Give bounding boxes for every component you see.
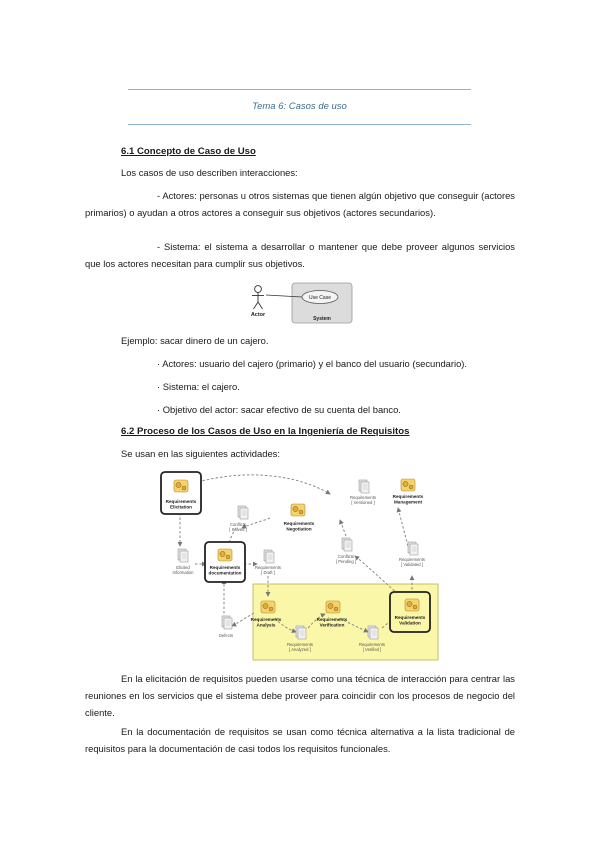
activity-management: Requirements Management	[393, 478, 424, 505]
svg-text:Requirements: Requirements	[350, 495, 376, 500]
svg-text:Requirements: Requirements	[166, 499, 197, 504]
svg-text:[ Validated ]: [ Validated ]	[401, 562, 423, 567]
flow-pending-to-negotiation	[339, 519, 347, 537]
flow-verification-to-verified	[339, 617, 369, 633]
activity-validation: Requirements Validation	[389, 591, 431, 633]
artifact-elicited-info: Elicited Information	[173, 548, 195, 575]
header-rule-bottom	[128, 124, 471, 125]
flow-elicitation-to-negotiation	[197, 474, 331, 495]
section-heading-6-1: 6.1 Concepto de Caso de Uso	[121, 146, 256, 157]
svg-text:Negotiation: Negotiation	[286, 527, 311, 532]
svg-text:Requirements: Requirements	[393, 494, 424, 499]
svg-text:Conflicts: Conflicts	[338, 554, 354, 559]
page-header-title: Tema 6: Casos de uso	[252, 101, 347, 112]
actor-icon	[252, 285, 264, 310]
flow-negotiation-to-conflicts	[241, 517, 271, 529]
paragraph-documentation: En la documentación de requisitos se usa…	[85, 726, 515, 754]
svg-text:Requirements: Requirements	[317, 617, 348, 622]
svg-text:Requirements: Requirements	[395, 615, 426, 620]
example-intro: Ejemplo: sacar dinero de un cajero.	[121, 335, 269, 346]
artifact-conflicts-pending: Conflicts [ Pending ]	[336, 537, 356, 564]
svg-text:[ Versioned ]: [ Versioned ]	[351, 500, 374, 505]
section-heading-6-2: 6.2 Proceso de los Casos de Uso en la In…	[121, 426, 410, 437]
use-case-diagram: Actor Use Case System	[244, 280, 356, 328]
svg-text:documentation: documentation	[209, 571, 242, 576]
svg-text:[ Pending ]: [ Pending ]	[336, 559, 356, 564]
section1-intro: Los casos de uso describen interacciones…	[121, 167, 298, 178]
activity-analysis: Requirements Analysis	[251, 600, 282, 628]
activity-verification: Requirements Verification	[317, 600, 348, 628]
artifact-defects: Defects	[219, 615, 233, 638]
svg-text:Requirements: Requirements	[359, 642, 385, 647]
flow-analyzed-to-verification	[307, 613, 326, 629]
requirements-process-diagram: Requirements Elicitation Elicited Inform…	[160, 471, 439, 661]
flow-analysis-to-defects	[231, 612, 255, 627]
svg-text:Analysis: Analysis	[257, 623, 276, 628]
svg-text:[ Analyzed ]: [ Analyzed ]	[289, 647, 311, 652]
svg-text:Requirements: Requirements	[287, 642, 313, 647]
artifact-conflicts-solved: Conflicts [ Solved ]	[229, 505, 249, 532]
flow-analysis-to-analyzed	[274, 617, 297, 634]
svg-text:Management: Management	[394, 500, 423, 505]
example-item-system: · Sistema: el cajero.	[157, 381, 240, 392]
svg-text:Elicitation: Elicitation	[170, 505, 192, 510]
artifact-requirements-verified: Requirements [ Verified ]	[359, 625, 385, 652]
system-label: System	[313, 316, 331, 322]
flow-validated-to-versioned	[396, 507, 409, 547]
activity-elicitation: Requirements Elicitation	[160, 471, 202, 515]
artifact-requirements-analyzed: Requirements [ Analyzed ]	[287, 625, 313, 652]
svg-text:Requirements: Requirements	[255, 565, 281, 570]
actor-label: Actor	[251, 312, 266, 318]
actors-paragraph: - Actores: personas u otros sistemas que…	[85, 190, 515, 218]
header-rule-top	[128, 89, 471, 90]
artifact-requirements-validated: Requirements [ Validated ]	[399, 541, 425, 567]
association-line	[265, 294, 303, 298]
example-item-goal: · Objetivo del actor: sacar efectivo de …	[157, 404, 401, 415]
svg-text:Defects: Defects	[219, 633, 233, 638]
svg-text:Information: Information	[173, 570, 195, 575]
svg-text:[ Solved ]: [ Solved ]	[229, 527, 246, 532]
svg-text:Requirements: Requirements	[399, 557, 425, 562]
svg-text:[ Draft ]: [ Draft ]	[261, 570, 275, 575]
flow-validation-to-pending	[354, 555, 399, 595]
svg-text:Elicited: Elicited	[176, 565, 190, 570]
svg-text:Validation: Validation	[399, 621, 421, 626]
paragraph-elicitation: En la elicitación de requisitos pueden u…	[85, 673, 515, 718]
example-item-actors: · Actores: usuario del cajero (primario)…	[157, 358, 468, 369]
system-paragraph: - Sistema: el sistema a desarrollar o ma…	[85, 241, 515, 269]
section2-intro: Se usan en las siguientes actividades:	[121, 448, 280, 459]
svg-text:Requirements: Requirements	[251, 617, 282, 622]
svg-text:Requirements: Requirements	[210, 565, 241, 570]
activity-documentation: Requirements documentation	[204, 541, 246, 583]
use-case-label: Use Case	[309, 295, 331, 301]
svg-text:Requirements: Requirements	[284, 521, 315, 526]
svg-text:[ Verified ]: [ Verified ]	[363, 647, 382, 652]
svg-text:Conflicts: Conflicts	[230, 522, 246, 527]
artifact-requirements-versioned: Requirements [ Versioned ]	[350, 479, 376, 505]
artifact-requirements-draft: Requirements [ Draft ]	[255, 549, 281, 575]
svg-text:Verification: Verification	[320, 623, 345, 628]
activity-negotiation: Requirements Negotiation	[284, 503, 315, 532]
